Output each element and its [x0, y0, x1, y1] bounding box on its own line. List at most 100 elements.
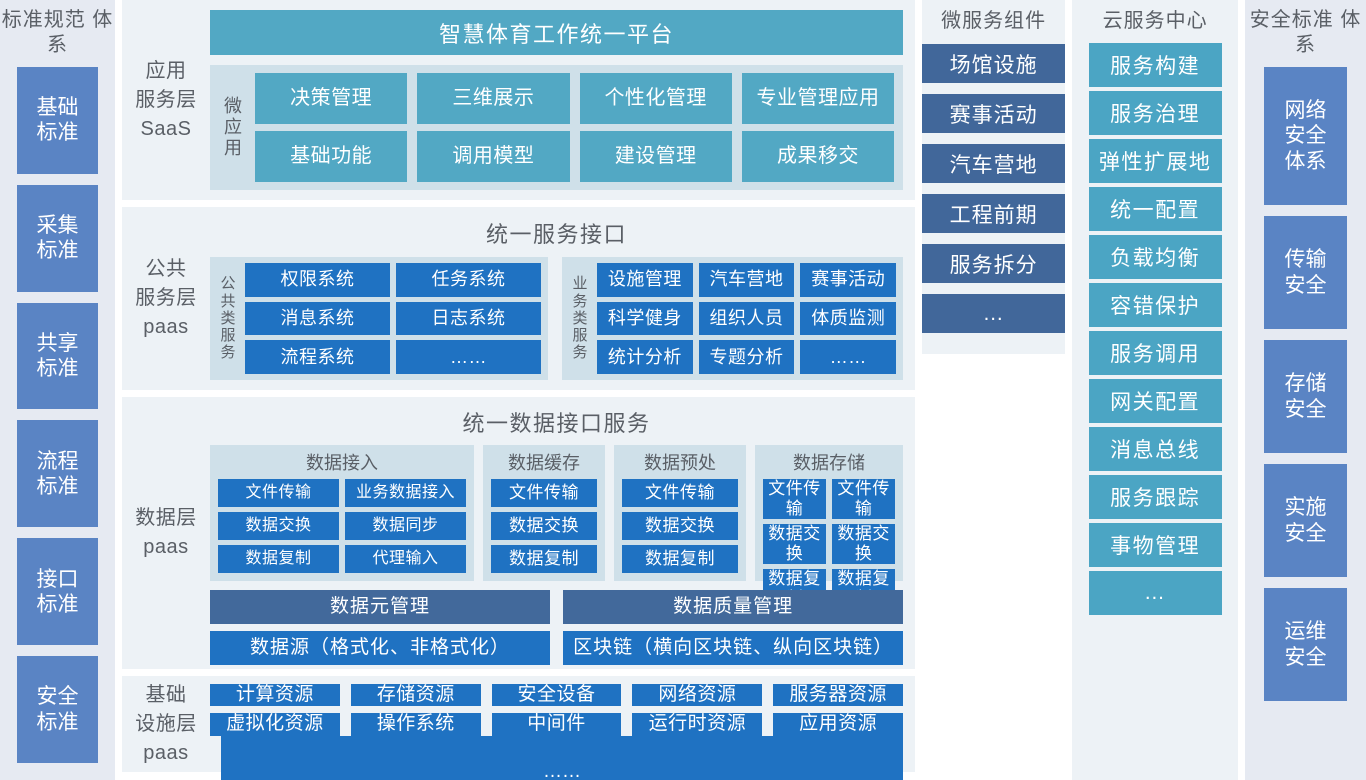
data-preprocess-title: 数据预处 [643, 453, 716, 473]
infra-security-device[interactable]: 安全设备 [491, 684, 622, 707]
standard-item-interface[interactable]: 接口 标准 [16, 538, 98, 646]
service-log[interactable]: 日志系统 [395, 301, 541, 336]
unified-service-interface-title: 统一服务接口 [486, 222, 628, 247]
infra-middleware[interactable]: 中间件 [491, 713, 622, 736]
ms-service-split[interactable]: 服务拆分 [922, 244, 1066, 283]
cloud-service-build[interactable]: 服务构建 [1088, 43, 1222, 87]
common-services-vertical-label: 公 共 类 服 务 [220, 275, 236, 362]
micro-app-professional[interactable]: 专业管理应用 [741, 73, 895, 124]
unified-data-interface-title: 统一数据接口服务 [462, 411, 651, 436]
micro-app-construction[interactable]: 建设管理 [579, 131, 732, 182]
infra-runtime[interactable]: 运行时资源 [632, 713, 763, 736]
cloud-fault-tolerance[interactable]: 容错保护 [1088, 283, 1222, 327]
data-storage-group: 数据存储 文件传输 文件传输 数据交换 数据交换 数据复制 数据复制 [754, 445, 904, 610]
blockchain-bar[interactable]: 区块链（横向区块链、纵向区块链） [563, 631, 904, 665]
access-data-exchange[interactable]: 数据交换 [217, 512, 339, 540]
public-service-layer-label: 公共 服务层 paas [135, 258, 197, 338]
business-topic-analysis[interactable]: 专题分析 [698, 340, 795, 374]
business-more[interactable]: …… [800, 340, 897, 374]
cloud-unified-config[interactable]: 统一配置 [1088, 187, 1222, 231]
store-data-exchange-2[interactable]: 数据交换 [832, 524, 896, 565]
prep-data-exchange[interactable]: 数据交换 [621, 512, 738, 540]
store-file-transfer-1[interactable]: 文件传输 [762, 479, 827, 520]
business-fitness[interactable]: 科学健身 [596, 301, 693, 336]
right-standards-column: 安全标准 体系 网络 安全 体系 传输 安全 存储 安全 实施 安全 运维 安全 [1245, 0, 1366, 780]
security-item-storage[interactable]: 存储 安全 [1264, 340, 1348, 453]
service-more[interactable]: …… [395, 340, 541, 374]
micro-app-personalized[interactable]: 个性化管理 [579, 73, 732, 124]
cloud-service-tracing[interactable]: 服务跟踪 [1088, 475, 1222, 519]
service-message[interactable]: 消息系统 [244, 301, 390, 336]
unified-platform-banner[interactable]: 智慧体育工作统一平台 [209, 10, 904, 55]
cloud-load-balancing[interactable]: 负载均衡 [1088, 235, 1222, 279]
access-data-replicate[interactable]: 数据复制 [217, 545, 339, 573]
business-facility-mgmt[interactable]: 设施管理 [596, 263, 693, 297]
service-workflow[interactable]: 流程系统 [244, 340, 390, 374]
cloud-transaction-mgmt[interactable]: 事物管理 [1088, 523, 1222, 567]
cloud-more[interactable]: … [1088, 571, 1222, 615]
service-task[interactable]: 任务系统 [395, 263, 541, 297]
micro-app-decision[interactable]: 决策管理 [254, 73, 408, 124]
standard-item-security[interactable]: 安全 标准 [16, 656, 98, 763]
infra-virtualization[interactable]: 虚拟化资源 [209, 713, 340, 736]
access-proxy-input[interactable]: 代理输入 [344, 545, 466, 573]
cloud-service-invocation[interactable]: 服务调用 [1088, 331, 1222, 375]
left-gap [114, 0, 122, 780]
prep-data-replicate[interactable]: 数据复制 [621, 545, 738, 573]
business-physique-monitor[interactable]: 体质监测 [800, 301, 897, 336]
cache-data-replicate[interactable]: 数据复制 [490, 545, 597, 573]
ms-project-preparation[interactable]: 工程前期 [922, 194, 1066, 233]
micro-app-basic[interactable]: 基础功能 [254, 131, 408, 182]
ms-venue-facility[interactable]: 场馆设施 [922, 44, 1066, 83]
store-file-transfer-2[interactable]: 文件传输 [832, 479, 896, 520]
infra-more-box[interactable]: …… [220, 735, 904, 780]
metadata-management-bar[interactable]: 数据元管理 [209, 590, 551, 624]
business-events[interactable]: 赛事活动 [800, 263, 897, 297]
ms-more[interactable]: … [922, 294, 1066, 333]
cloud-message-bus[interactable]: 消息总线 [1088, 427, 1222, 471]
data-preprocess-group: 数据预处 文件传输 数据交换 数据复制 [613, 445, 746, 581]
cloud-gateway-config[interactable]: 网关配置 [1088, 379, 1222, 423]
micro-app-3d-display[interactable]: 三维展示 [417, 73, 570, 124]
data-source-bar[interactable]: 数据源（格式化、非格式化） [209, 631, 551, 665]
prep-file-transfer[interactable]: 文件传输 [621, 479, 738, 507]
cache-data-exchange[interactable]: 数据交换 [490, 512, 597, 540]
infra-storage[interactable]: 存储资源 [350, 684, 481, 707]
store-data-exchange-1[interactable]: 数据交换 [762, 524, 827, 565]
infra-server[interactable]: 服务器资源 [773, 684, 904, 707]
access-business-data[interactable]: 业务数据接入 [344, 479, 466, 507]
infra-compute[interactable]: 计算资源 [209, 684, 340, 707]
standard-item-process[interactable]: 流程 标准 [16, 420, 98, 528]
infrastructure-grid: 计算资源 存储资源 安全设备 网络资源 服务器资源 虚拟化资源 操作系统 中间件… [209, 684, 904, 736]
cloud-elastic-scaling[interactable]: 弹性扩展地 [1088, 139, 1222, 183]
business-rv-camp[interactable]: 汽车营地 [698, 263, 795, 297]
security-item-implementation[interactable]: 实施 安全 [1264, 464, 1348, 577]
cloud-service-governance[interactable]: 服务治理 [1088, 91, 1222, 135]
standard-item-share[interactable]: 共享 标准 [16, 302, 98, 410]
micro-app-handover[interactable]: 成果移交 [741, 131, 895, 182]
micro-app-model-call[interactable]: 调用模型 [417, 131, 570, 182]
security-item-network[interactable]: 网络 安全 体系 [1264, 67, 1348, 205]
security-item-transmission[interactable]: 传输 安全 [1264, 216, 1348, 329]
access-data-sync[interactable]: 数据同步 [344, 512, 466, 540]
center-right-gap [915, 0, 923, 780]
infra-os[interactable]: 操作系统 [350, 713, 481, 736]
standard-item-collect[interactable]: 采集 标准 [16, 184, 98, 292]
data-layer-label: 数据层 paas [135, 507, 197, 558]
ms-events[interactable]: 赛事活动 [922, 94, 1066, 133]
cache-file-transfer[interactable]: 文件传输 [490, 479, 597, 507]
business-statistics[interactable]: 统计分析 [596, 340, 693, 374]
business-organization[interactable]: 组织人员 [698, 301, 795, 336]
micro-app-grid: 决策管理 三维展示 个性化管理 专业管理应用 基础功能 调用模型 建设管理 成果… [254, 73, 895, 182]
data-quality-management-bar[interactable]: 数据质量管理 [563, 590, 904, 624]
security-item-operations[interactable]: 运维 安全 [1264, 588, 1348, 701]
access-file-transfer[interactable]: 文件传输 [217, 479, 339, 507]
infra-network[interactable]: 网络资源 [632, 684, 763, 707]
service-permission[interactable]: 权限系统 [244, 263, 390, 297]
data-management-bars: 数据元管理 数据质量管理 数据源（格式化、非格式化） 区块链（横向区块链、纵向区… [209, 590, 904, 665]
data-layer-zone: 数据层 paas 统一数据接口服务 数据接入 文件传输 业务数据接入 数据交换 … [121, 397, 916, 669]
application-layer-label: 应用 服务层 SaaS [135, 59, 197, 140]
ms-rv-camp[interactable]: 汽车营地 [922, 144, 1066, 183]
infra-application[interactable]: 应用资源 [773, 713, 904, 736]
standard-item-basic[interactable]: 基础 标准 [16, 67, 98, 174]
